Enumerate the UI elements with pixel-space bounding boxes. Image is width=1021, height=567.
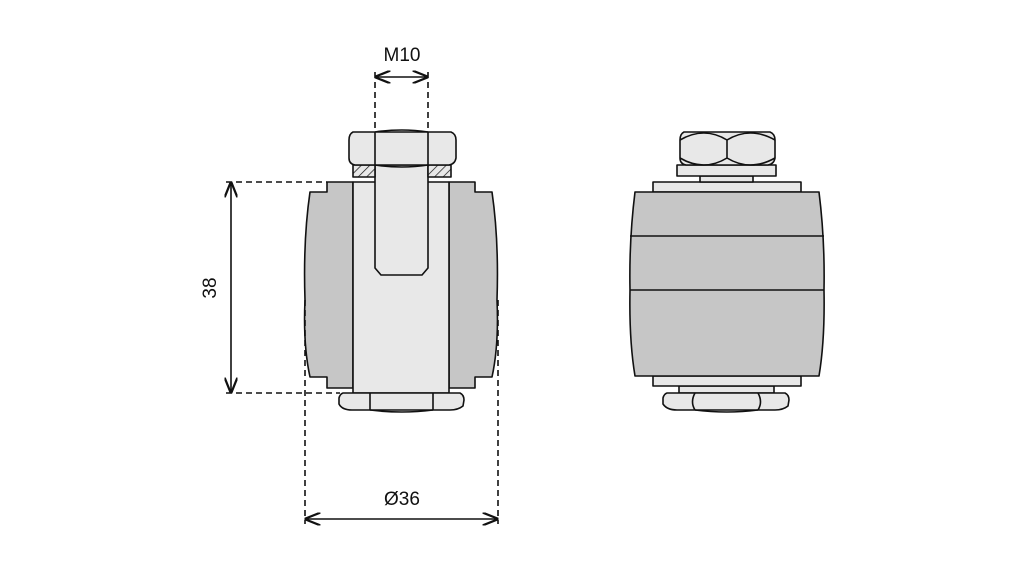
external-view <box>629 131 825 413</box>
body-ext <box>629 191 825 377</box>
top-nut-ext <box>679 131 776 166</box>
dimension-label-diameter: Ø36 <box>384 489 420 510</box>
washer-right <box>427 164 452 178</box>
dimension-diameter: Ø36 <box>304 300 499 524</box>
top-nut <box>348 129 457 168</box>
dimension-m10: M10 <box>374 45 429 132</box>
bottom-nut-ext <box>662 392 790 413</box>
dimension-height: 38 <box>200 181 340 394</box>
bolt-shank <box>374 164 429 276</box>
left-body-half <box>303 181 354 389</box>
top-plate <box>652 181 802 193</box>
section-view <box>303 129 499 413</box>
bottom-nut <box>338 392 465 413</box>
right-body-half <box>448 181 499 389</box>
washer-ext <box>676 164 777 177</box>
dimension-label-height: 38 <box>200 277 221 298</box>
top-spacer <box>699 175 754 183</box>
bottom-spacer <box>678 385 775 394</box>
bottom-plate <box>652 375 802 387</box>
washer-left <box>352 164 376 178</box>
dimension-label-thread: M10 <box>384 45 421 66</box>
